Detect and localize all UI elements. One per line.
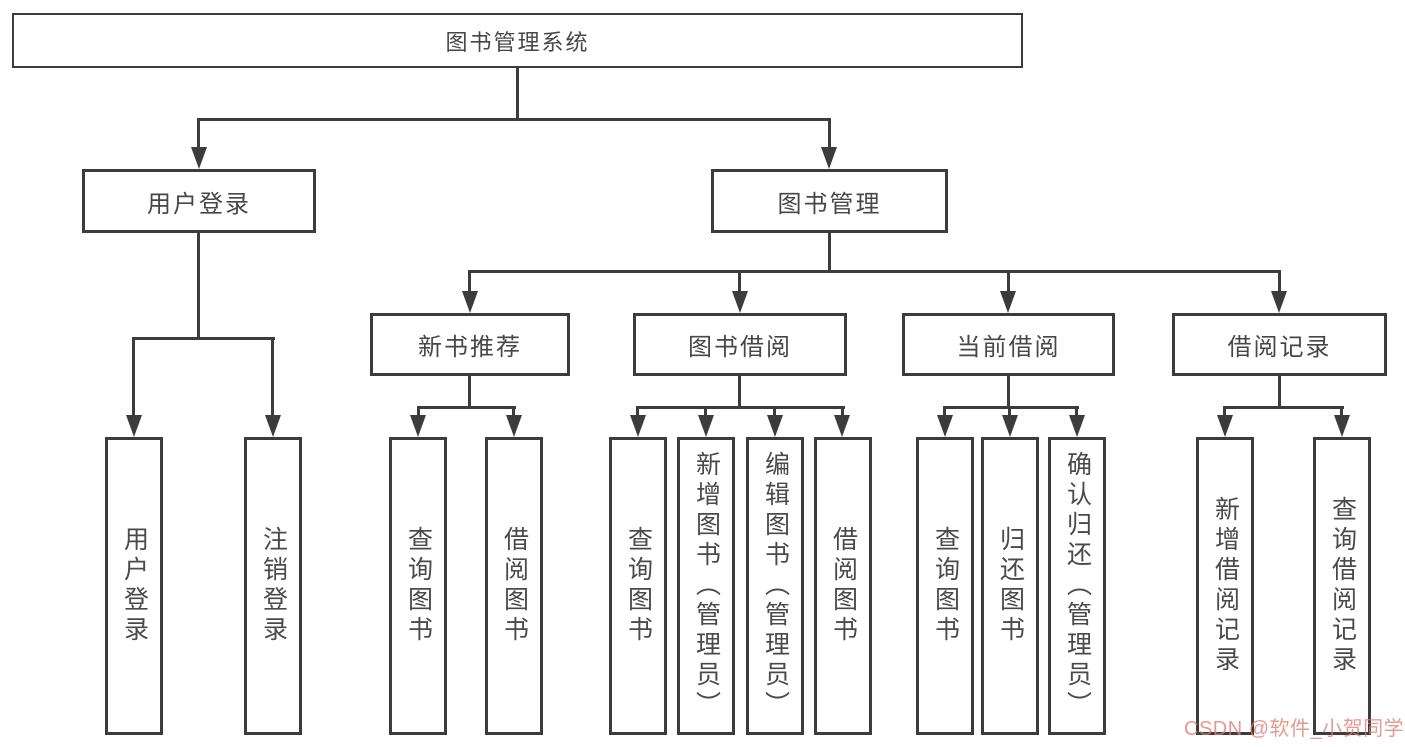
leaf-borrow-books: 借阅图书: [485, 437, 543, 735]
connector-line: [512, 406, 515, 417]
connector-line: [828, 118, 831, 152]
arrow-down-icon: [821, 147, 837, 169]
node-user-login: 用户登录: [82, 169, 316, 233]
connector-line: [828, 233, 831, 270]
connector-line: [704, 406, 707, 417]
connector-line: [417, 406, 516, 409]
connector-line: [468, 270, 471, 295]
connector-line: [417, 406, 420, 417]
node-new-book-recommend: 新书推荐: [370, 313, 570, 376]
arrow-down-icon: [1334, 415, 1350, 437]
connector-line: [1008, 406, 1011, 417]
leaf-label: 查询图书: [404, 526, 433, 646]
arrow-down-icon: [698, 415, 714, 437]
connector-line: [516, 68, 519, 118]
leaf-return-book: 归还图书: [981, 437, 1039, 735]
node-borrowing-records: 借阅记录: [1172, 313, 1387, 376]
node-book-borrowing: 图书借阅: [633, 313, 847, 376]
leaf-label: 确认归还（管理员）: [1063, 451, 1092, 721]
connector-line: [1340, 406, 1343, 417]
leaf-label: 查询图书: [931, 526, 960, 646]
node-library-system: 图书管理系统: [12, 13, 1023, 68]
leaf-logout: 注销登录: [244, 437, 302, 735]
connector-line: [738, 270, 741, 295]
leaf-user-login: 用户登录: [105, 437, 163, 735]
arrow-down-icon: [1271, 291, 1287, 313]
leaf-label: 查询借阅记录: [1328, 496, 1357, 676]
connector-line: [468, 270, 1281, 273]
connector-line: [197, 118, 831, 121]
connector-line: [1075, 406, 1078, 417]
leaf-edit-book-admin: 编辑图书（管理员）: [746, 437, 804, 735]
arrow-down-icon: [630, 415, 646, 437]
arrow-down-icon: [1069, 415, 1085, 437]
connector-line: [132, 337, 135, 417]
connector-line: [1278, 376, 1281, 406]
watermark: CSDN @软件_小贺同学: [1184, 718, 1405, 740]
arrow-down-icon: [410, 415, 426, 437]
node-current-borrowing: 当前借阅: [902, 313, 1115, 376]
connector-line: [1223, 406, 1344, 409]
arrow-down-icon: [1217, 415, 1233, 437]
connector-line: [132, 337, 275, 340]
leaf-label: 查询图书: [624, 526, 653, 646]
connector-line: [468, 376, 471, 406]
connector-line: [636, 406, 639, 417]
arrow-down-icon: [732, 291, 748, 313]
connector-line: [943, 406, 1079, 409]
leaf-label: 借阅图书: [829, 526, 858, 646]
leaf-label: 注销登录: [259, 526, 288, 646]
connector-line: [943, 406, 946, 417]
leaf-label: 新增借阅记录: [1211, 496, 1240, 676]
node-book-management: 图书管理: [711, 169, 948, 233]
connector-line: [1007, 270, 1010, 295]
arrow-down-icon: [506, 415, 522, 437]
arrow-down-icon: [265, 415, 281, 437]
arrow-down-icon: [191, 147, 207, 169]
leaf-label: 编辑图书（管理员）: [761, 451, 790, 721]
arrow-down-icon: [767, 415, 783, 437]
arrow-down-icon: [1002, 415, 1018, 437]
leaf-confirm-return-admin: 确认归还（管理员）: [1048, 437, 1106, 735]
leaf-add-borrow-record: 新增借阅记录: [1196, 437, 1254, 735]
leaf-label: 新增图书（管理员）: [692, 451, 721, 721]
connector-line: [738, 376, 741, 406]
connector-line: [1007, 376, 1010, 406]
connector-line: [636, 406, 845, 409]
leaf-query-borrow-record: 查询借阅记录: [1313, 437, 1371, 735]
leaf-label: 借阅图书: [500, 526, 529, 646]
arrow-down-icon: [462, 291, 478, 313]
arrow-down-icon: [834, 415, 850, 437]
leaf-label: 归还图书: [996, 526, 1025, 646]
arrow-down-icon: [126, 415, 142, 437]
arrow-down-icon: [937, 415, 953, 437]
connector-line: [1223, 406, 1226, 417]
connector-line: [841, 406, 844, 417]
leaf-query-books: 查询图书: [389, 437, 447, 735]
leaf-query-books: 查询图书: [609, 437, 667, 735]
leaf-borrow-books: 借阅图书: [814, 437, 872, 735]
connector-line: [271, 337, 274, 417]
leaf-add-book-admin: 新增图书（管理员）: [677, 437, 735, 735]
connector-line: [773, 406, 776, 417]
connector-line: [197, 118, 200, 152]
connector-line: [197, 233, 200, 337]
connector-line: [1278, 270, 1281, 295]
leaf-label: 用户登录: [120, 526, 149, 646]
arrow-down-icon: [1000, 291, 1016, 313]
leaf-query-books: 查询图书: [916, 437, 974, 735]
